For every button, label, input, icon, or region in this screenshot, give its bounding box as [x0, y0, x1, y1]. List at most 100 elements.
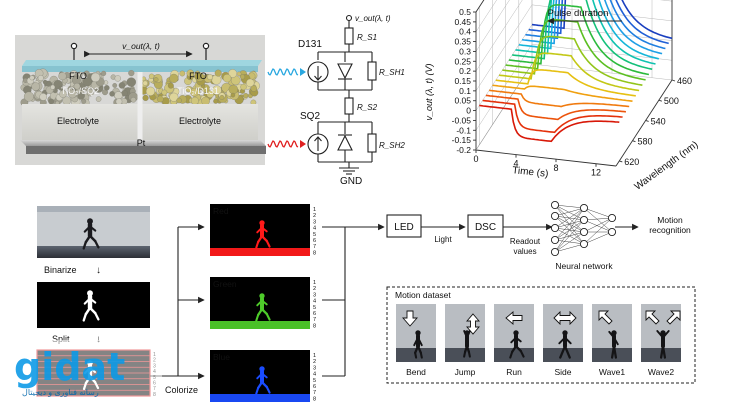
limb — [417, 336, 423, 347]
channel-number: 4 — [313, 372, 316, 378]
head — [415, 330, 421, 336]
head — [259, 366, 265, 372]
branch-lines — [150, 223, 639, 380]
grid-line — [475, 0, 523, 72]
motion-label: Jump — [455, 367, 476, 377]
channel-number: 8 — [313, 250, 316, 256]
y-tick-label: 0.3 — [459, 46, 471, 56]
circuit-labels: v_out(λ, t) R_S1 R_SH1 R_S2 R_SH2 D131 S… — [298, 14, 405, 187]
channel-number: 7 — [313, 244, 316, 250]
channel-number: 4 — [313, 226, 316, 232]
binarize-arrow: ↓ — [96, 265, 101, 276]
nn-node — [579, 227, 589, 237]
limb — [563, 345, 571, 359]
nn-connection — [583, 217, 613, 233]
split-arrow: ↓ — [96, 334, 101, 345]
limb — [88, 297, 97, 304]
motion-thumbnail-run: Run — [494, 304, 534, 377]
nn-connection — [554, 207, 585, 253]
limb — [466, 330, 471, 339]
nn-connection — [554, 204, 585, 233]
diode-bottom — [337, 134, 353, 151]
x-tick-label: 12 — [591, 168, 601, 178]
watermark: gidat رسانه فناوری و دیجیتال — [12, 340, 162, 400]
nn-connection — [583, 231, 613, 245]
limb — [265, 239, 271, 248]
fto-glass — [22, 66, 258, 72]
wavelength-tick-label: 540 — [651, 116, 666, 126]
green-label: Green — [213, 279, 237, 289]
frame-original — [37, 206, 150, 258]
limb — [88, 306, 97, 315]
grid-line — [475, 0, 497, 32]
limb — [509, 350, 514, 359]
limb — [419, 351, 423, 359]
motion-thumbnail-bend: Bend — [396, 304, 436, 377]
x-axis-title: Time (s) — [512, 165, 549, 180]
limb — [463, 350, 467, 358]
head — [259, 220, 265, 226]
nn-node — [607, 227, 617, 237]
rs2-label: R_S2 — [357, 103, 378, 112]
rs1-label: R_S1 — [357, 33, 377, 42]
limb — [661, 345, 667, 359]
channel-number: 5 — [313, 305, 316, 311]
pt-electrode-side — [26, 146, 266, 154]
motion-dataset-box — [386, 286, 696, 384]
limb — [256, 372, 263, 380]
waterfall-chart: -0.2-0.15-0.1-0.0500.050.10.150.20.250.3… — [424, 0, 700, 193]
motion-arrow-icon — [598, 310, 613, 325]
wavelength-axis — [615, 79, 673, 167]
nn-node — [550, 247, 560, 257]
y-tick-label: -0.2 — [456, 145, 471, 155]
limb — [656, 330, 664, 339]
motion-arrow-icon — [505, 311, 523, 325]
wavelength-tick-label: 460 — [677, 76, 692, 86]
wavelength-tick-label: 500 — [664, 96, 679, 106]
rs2-resistor — [344, 97, 354, 115]
limb — [413, 336, 419, 347]
channel-number: 4 — [313, 299, 316, 305]
led-label: LED — [394, 222, 413, 233]
channel-number: 3 — [313, 292, 316, 298]
channel-number: 2 — [313, 286, 316, 292]
motion-label: Bend — [406, 367, 426, 377]
motion-thumbnail-wave1: Wave1 — [592, 304, 632, 377]
series-line-540 — [505, 18, 646, 81]
limb — [255, 386, 260, 395]
y-tick-label: -0.1 — [456, 125, 471, 135]
grid-line — [475, 0, 485, 13]
channel-number: 5 — [313, 232, 316, 238]
nn-connection — [554, 243, 585, 253]
y-tick-label: 0.5 — [459, 7, 471, 17]
channel-number: 6 — [313, 311, 316, 317]
limb — [608, 330, 615, 339]
nn-connection — [583, 217, 613, 245]
rsh1-label: R_SH1 — [379, 68, 405, 77]
wavelength-tick-label: 580 — [637, 137, 652, 147]
channel-floor — [210, 248, 310, 256]
motion-label: Wave2 — [648, 367, 674, 377]
terminal-right — [202, 42, 210, 60]
limb — [94, 239, 100, 249]
limb — [255, 240, 260, 249]
nn-connection — [583, 207, 613, 219]
motion-recognition-line2: recognition — [649, 225, 691, 235]
series-line-610 — [482, 99, 623, 134]
limb — [514, 345, 522, 353]
diode-top — [337, 63, 353, 80]
series-line-600 — [485, 94, 626, 121]
light-label: Light — [434, 235, 452, 244]
wavelength-tick — [619, 160, 623, 163]
nn-node — [579, 215, 589, 225]
motion-arrow-icon — [553, 310, 577, 326]
binarize-label: Binarize — [44, 265, 77, 275]
channel-number: 1 — [313, 353, 316, 359]
nn-node — [579, 203, 589, 213]
terminal-left — [70, 42, 78, 60]
equivalent-circuit — [307, 14, 377, 175]
limb — [662, 330, 670, 339]
y-tick-label: 0.25 — [454, 56, 471, 66]
channel-number: 7 — [313, 390, 316, 396]
